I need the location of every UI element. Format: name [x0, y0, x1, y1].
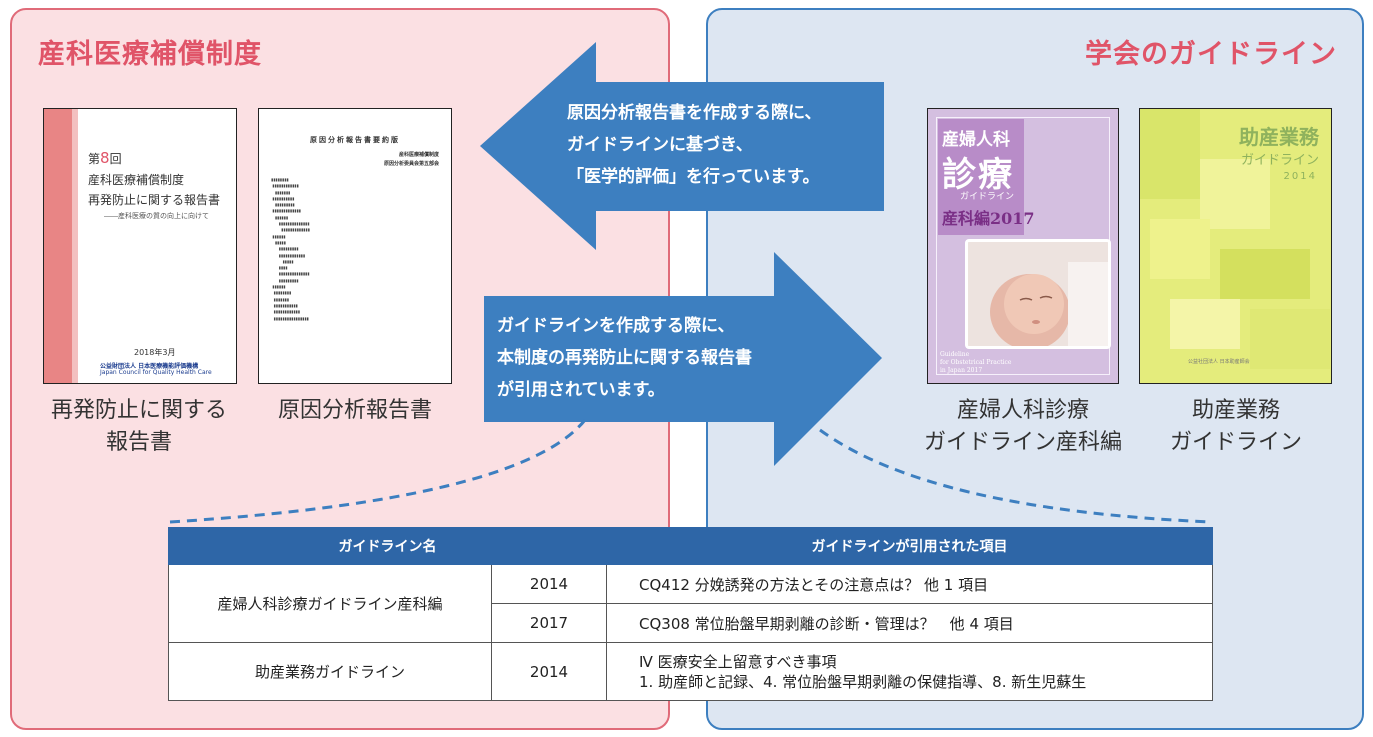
book-english-line3: in Japan 2017 — [940, 367, 983, 374]
committee-line-2: 原因分析委員会第五部会 — [383, 161, 439, 167]
midwifery-book-year: 2014 — [1283, 171, 1317, 182]
table-row: 助産業務ガイドライン 2014 Ⅳ 医療安全上留意すべき事項 1. 助産師と記録… — [168, 642, 1213, 701]
report-cover-title-prefix: 第 — [88, 152, 101, 166]
book-english-line2: for Obstetrical Practice — [940, 359, 1012, 366]
report-cover-date: 2018年3月 — [134, 348, 176, 357]
report-cover-title-number: 8 — [100, 149, 110, 167]
report-cover-subtitle: ――産科医療の質の向上に向けて — [104, 212, 209, 220]
citation-table: ガイドライン名 ガイドラインが引用された項目 産婦人科診療ガイドライン産科編 2… — [168, 527, 1213, 701]
report-caption-line1: 再発防止に関する — [50, 398, 227, 423]
dashed-connector-right — [819, 428, 1213, 524]
analysis-report-page: 原因分析報告書要約版 産科医療補償制度 原因分析委員会第五部会 ▮▮▮▮▮▮▮▮… — [258, 108, 452, 384]
arrow-to-left-line3: 「医学的評価」を行っています。 — [567, 167, 820, 187]
report-cover-title-line2: 産科医療補償制度 — [88, 173, 185, 187]
book-title-block — [938, 119, 1024, 235]
analysis-report-heading: 原因分析報告書要約版 — [310, 136, 400, 144]
arrow-to-right-text: ガイドラインを作成する際に、 本制度の再発防止に関する報告書 が引用されています… — [497, 310, 752, 406]
arrow-to-left-line2: ガイドラインに基づき、 — [567, 135, 753, 155]
newborn-photo — [965, 239, 1111, 349]
arrow-to-right-line3: が引用されています。 — [497, 380, 665, 400]
header-cited-items: ガイドラインが引用された項目 — [606, 527, 1213, 565]
book-title-line1: 産婦人科 — [942, 130, 1010, 150]
analysis-report-body: ▮▮▮▮▮▮▮▮ ▮▮▮▮▮▮▮▮▮▮▮▮ ▮▮▮▮▮▮▮ ▮▮▮▮▮▮▮▮▮▮… — [271, 177, 310, 321]
arrow-to-right-line1: ガイドラインを作成する際に、 — [497, 316, 735, 336]
row-item-multiline: Ⅳ 医療安全上留意すべき事項 1. 助産師と記録、4. 常位胎盤早期剥離の保健指… — [606, 642, 1213, 701]
report-caption: 再発防止に関する 報告書 — [34, 395, 244, 459]
analysis-caption: 原因分析報告書 — [277, 398, 432, 423]
midwifery-guideline-caption: 助産業務 ガイドライン — [1145, 395, 1327, 459]
committee-line-1: 産科医療補償制度 — [398, 152, 439, 158]
right-panel-title: 学会のガイドライン — [1085, 39, 1337, 70]
book-title-line2: 診療 — [942, 155, 1014, 195]
report-caption-line2: 報告書 — [105, 430, 172, 455]
report-cover-publisher: 公益財団法人 日本医療機能評価機構 — [100, 363, 199, 370]
row-year: 2014 — [491, 564, 607, 604]
arrow-to-left-line1: 原因分析報告書を作成する際に、 — [567, 103, 822, 123]
row-item-line1: Ⅳ 医療安全上留意すべき事項 — [639, 652, 837, 671]
midwifery-book-publisher: 公益社団法人 日本助産師会 — [1188, 359, 1250, 365]
book-title-line3: ガイドライン — [960, 192, 1015, 202]
report-cover-title: 第8回 — [88, 149, 122, 167]
row-item-line2: 1. 助産師と記録、4. 常位胎盤早期剥離の保健指導、8. 新生児蘇生 — [639, 672, 1087, 691]
table-row: 産婦人科診療ガイドライン産科編 2014 CQ412 分娩誘発の方法とその注意点… — [168, 564, 1213, 643]
report-cover-title-suffix: 回 — [109, 152, 122, 166]
dashed-connector-left — [169, 419, 587, 524]
midwifery-caption-line1: 助産業務 — [1191, 398, 1280, 423]
cover-band — [44, 109, 72, 383]
citation-table-wrap: ガイドライン名 ガイドラインが引用された項目 産婦人科診療ガイドライン産科編 2… — [168, 527, 1213, 701]
arrow-to-right — [484, 252, 882, 466]
midwifery-book-title: 助産業務 — [1239, 125, 1319, 149]
report-cover-publisher-en: Japan Council for Quality Health Care — [100, 369, 212, 376]
midwifery-caption-line2: ガイドライン — [1169, 430, 1302, 455]
book-english-title: Guideline for Obstetrical Practice in Ja… — [940, 351, 1011, 375]
book-english-line1: Guideline — [940, 351, 970, 358]
arrow-to-right-line2: 本制度の再発防止に関する報告書 — [497, 348, 752, 368]
table-row: 2017 CQ308 常位胎盤早期剥離の診断・管理は？ 他 4 項目 — [169, 603, 1213, 643]
row-year: 2014 — [491, 642, 607, 701]
obstetrics-caption-line1: 産婦人科診療 — [956, 398, 1089, 423]
newborn-illustration — [968, 242, 1108, 346]
row-item: CQ308 常位胎盤早期剥離の診断・管理は？ 他 4 項目 — [606, 603, 1213, 643]
header-guideline-name: ガイドライン名 — [168, 527, 607, 565]
analysis-report-committee: 産科医療補償制度 原因分析委員会第五部会 — [271, 151, 439, 169]
cover-band-light — [72, 109, 78, 383]
arrow-to-left-text: 原因分析報告書を作成する際に、 ガイドラインに基づき、 「医学的評価」を行ってい… — [567, 97, 822, 193]
obstetrics-caption-line2: ガイドライン産科編 — [923, 430, 1122, 455]
arrow-to-left — [480, 42, 884, 250]
row-name-obstetrics: 産婦人科診療ガイドライン産科編 — [168, 564, 492, 643]
obstetrics-guideline-cover: 産婦人科 診療 ガイドライン 産科編2017 Guideline for Obs… — [927, 108, 1119, 384]
book-title-line4: 産科編2017 — [942, 209, 1035, 228]
row-name-midwifery: 助産業務ガイドライン — [168, 642, 492, 701]
row-item: CQ412 分娩誘発の方法とその注意点は？ 他 1 項目 — [606, 564, 1213, 604]
table-header-row: ガイドライン名 ガイドラインが引用された項目 — [168, 527, 1213, 565]
report-cover-title-line3: 再発防止に関する報告書 — [88, 193, 221, 207]
midwifery-book-subtitle: ガイドライン — [1240, 153, 1319, 168]
midwifery-guideline-cover: 助産業務 ガイドライン 2014 公益社団法人 日本助産師会 — [1139, 108, 1332, 384]
left-panel-title: 産科医療補償制度 — [38, 39, 262, 70]
obstetrics-guideline-caption: 産婦人科診療 ガイドライン産科編 — [904, 395, 1142, 459]
row-year: 2017 — [491, 603, 607, 643]
report-cover: 第8回 産科医療補償制度 再発防止に関する報告書 ――産科医療の質の向上に向けて… — [43, 108, 237, 384]
